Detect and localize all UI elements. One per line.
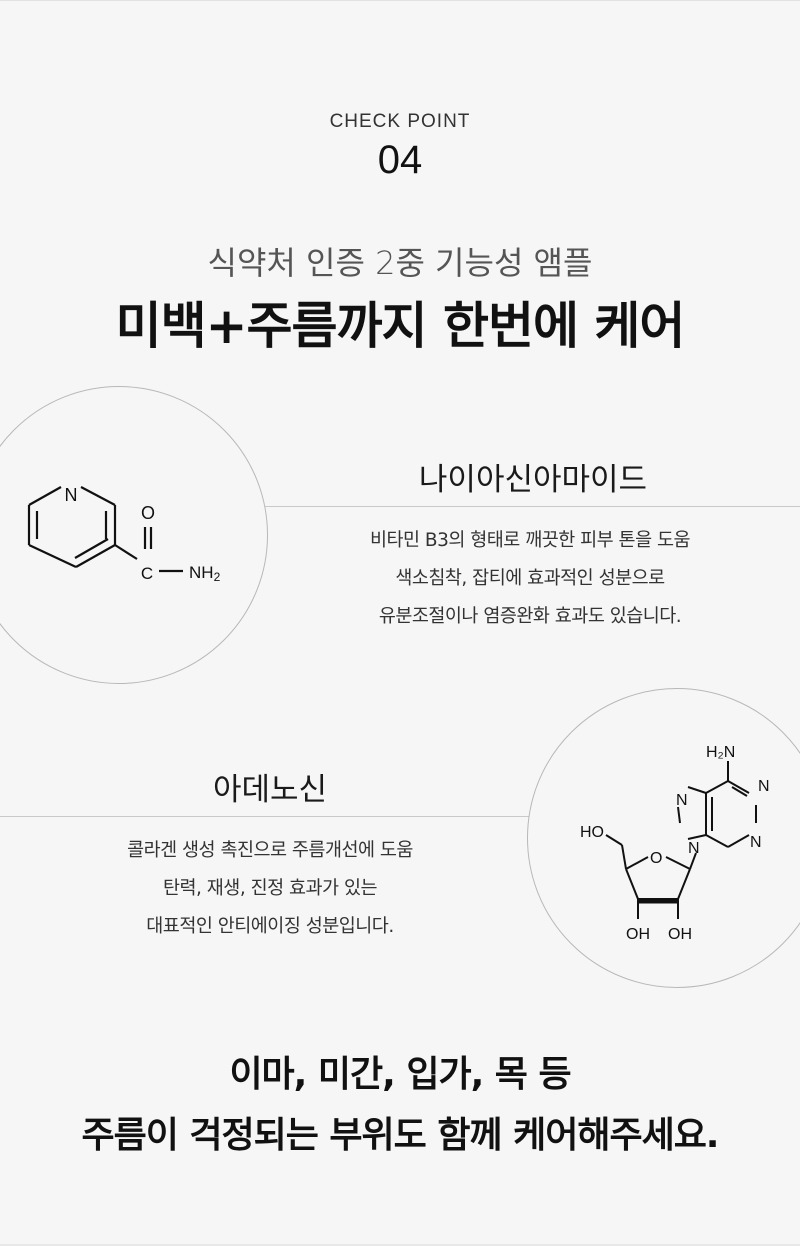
n-label-3: N	[676, 792, 688, 809]
adenosine-desc-line2: 탄력, 재생, 진정 효과가 있는	[162, 878, 378, 899]
niacinamide-description: 비타민 B3의 형태로 깨끗한 피부 톤을 도움 색소침착, 잡티에 효과적인 …	[320, 522, 740, 636]
svg-text:NH2: NH2	[189, 563, 221, 584]
bottom-statement: 이마, 미간, 입가, 목 등 주름이 걱정되는 부위도 함께 케어해주세요.	[0, 1044, 800, 1166]
nitrogen-label: N	[65, 485, 78, 505]
ho-label: HO	[580, 824, 604, 841]
bottom-divider	[0, 1244, 800, 1246]
niacinamide-structure-icon: N O C NH2	[27, 485, 221, 584]
n-label-4: N	[688, 840, 700, 857]
n-label-2: N	[750, 834, 762, 851]
nh2-label: NH	[189, 563, 214, 582]
niacinamide-desc-line2: 색소침착, 잡티에 효과적인 성분으로	[395, 568, 665, 589]
nh2-subscript: 2	[214, 570, 221, 584]
section-title: 미백+주름까지 한번에 케어	[115, 297, 686, 355]
section-subtitle: 식약처 인증 2중 기능성 앰플	[207, 244, 593, 282]
bottom-line1: 이마, 미간, 입가, 목 등	[229, 1054, 571, 1095]
n-label-1: N	[758, 778, 770, 795]
adenosine-description: 콜라겐 생성 촉진으로 주름개선에 도움 탄력, 재생, 진정 효과가 있는 대…	[60, 832, 480, 946]
h2n-label: H₂N	[706, 744, 735, 761]
adenosine-name: 아데노신	[212, 772, 328, 808]
adenosine-desc-line1: 콜라겐 생성 촉진으로 주름개선에 도움	[127, 840, 413, 861]
oxygen-label: O	[141, 503, 155, 523]
adenosine-structure-icon: H₂N N N N N HO O OH OH	[580, 744, 770, 943]
niacinamide-circle: N O C NH2	[0, 386, 268, 684]
ribose-oxygen-label: O	[650, 850, 662, 867]
niacinamide-name: 나이아신아마이드	[418, 462, 648, 498]
niacinamide-desc-line3: 유분조절이나 염증완화 효과도 있습니다.	[378, 606, 682, 627]
ingredient1-divider	[260, 506, 800, 507]
bottom-line2: 주름이 걱정되는 부위도 함께 케어해주세요.	[81, 1115, 720, 1156]
adenosine-desc-line3: 대표적인 안티에이징 성분입니다.	[146, 916, 394, 937]
niacinamide-desc-line1: 비타민 B3의 형태로 깨끗한 피부 톤을 도움	[369, 530, 691, 551]
oh-label-1: OH	[626, 926, 650, 943]
carbon-label: C	[141, 564, 153, 583]
oh-label-2: OH	[668, 926, 692, 943]
top-divider	[0, 0, 800, 1]
check-point-label: CHECK POINT	[329, 111, 471, 132]
check-point-number: 04	[377, 138, 423, 182]
adenosine-circle: H₂N N N N N HO O OH OH	[527, 688, 800, 988]
ingredient2-divider	[0, 816, 530, 817]
